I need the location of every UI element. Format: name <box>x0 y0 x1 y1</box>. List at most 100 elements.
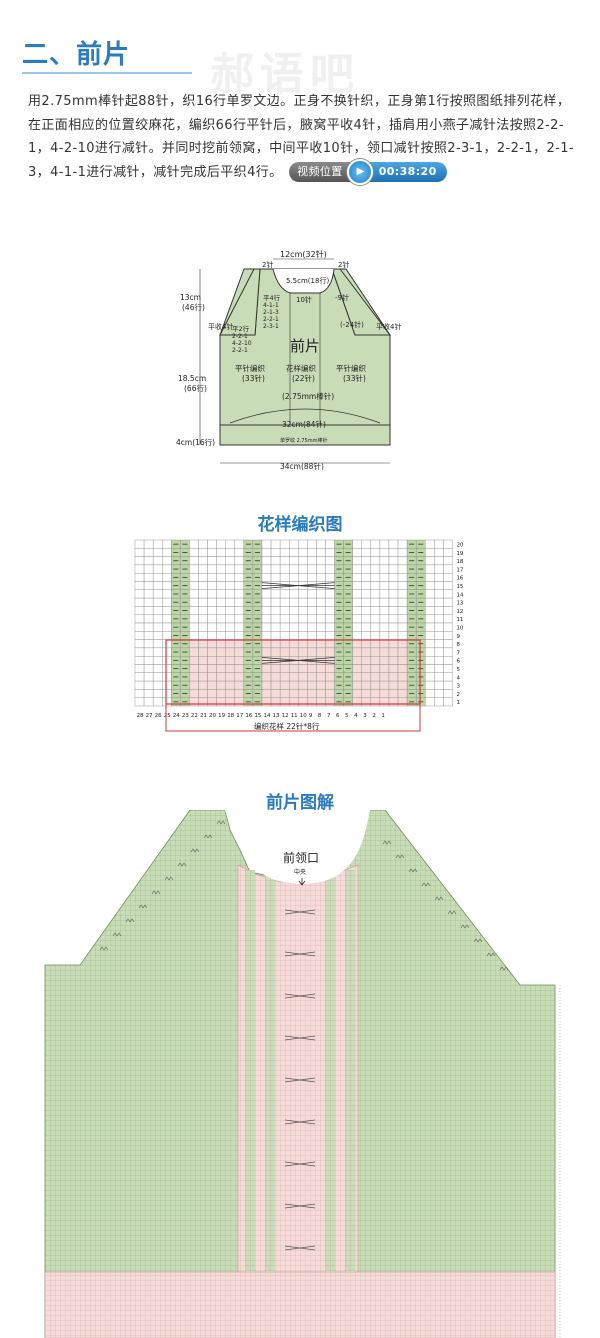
pattern-cell <box>216 539 226 549</box>
pattern-cell <box>379 597 390 607</box>
pattern-cell <box>162 597 172 607</box>
schematic-hem-note: 单罗纹 2.75mm棒针 <box>280 437 327 444</box>
front-piece-chart: 前领口 中央 <box>44 810 561 1338</box>
pattern-cell <box>198 639 208 649</box>
pattern-cell <box>279 573 290 582</box>
pattern-cell <box>207 606 217 615</box>
pattern-cell <box>270 589 281 599</box>
schematic-raglan-step: 2-2-1 <box>232 333 248 340</box>
pattern-cell <box>307 548 317 557</box>
video-position-button[interactable]: 视频位置 ▶ 00:38:20 <box>289 159 447 185</box>
pattern-cell <box>388 548 399 557</box>
pattern-cell <box>325 564 335 574</box>
pattern-cell <box>361 664 372 674</box>
pattern-cell <box>261 564 272 574</box>
decrease-mark <box>216 820 226 825</box>
pattern-cell <box>189 647 199 657</box>
pattern-cell <box>198 689 208 698</box>
pattern-cell <box>316 597 326 607</box>
pattern-cell <box>189 581 199 591</box>
pattern-cell <box>379 556 390 566</box>
pattern-cell <box>189 556 199 566</box>
pattern-cell <box>152 597 163 607</box>
center-arrow-icon <box>298 878 306 886</box>
pattern-cell <box>388 589 399 599</box>
pattern-cell <box>198 655 208 665</box>
pattern-cell <box>434 606 444 615</box>
pattern-cell <box>207 556 217 566</box>
pattern-cell <box>143 581 154 591</box>
pattern-cell <box>434 655 444 665</box>
pattern-cell <box>216 697 226 707</box>
pattern-cell <box>270 573 281 582</box>
pattern-cell <box>307 539 317 549</box>
pattern-cell <box>207 622 217 632</box>
pattern-cell <box>361 606 372 615</box>
pattern-cell <box>370 689 381 698</box>
pattern-row-number: 17 <box>456 567 463 573</box>
pattern-cell <box>143 556 154 566</box>
pattern-cell <box>225 556 235 566</box>
pattern-cell <box>162 655 172 665</box>
pattern-row-number: 10 <box>456 626 463 632</box>
schematic-top-width: 12cm(32针) <box>280 249 327 259</box>
pattern-cell <box>216 589 226 599</box>
pattern-cell <box>216 639 226 649</box>
pattern-cell <box>307 689 317 698</box>
pattern-cell <box>225 614 235 624</box>
pattern-cell <box>288 589 299 599</box>
pattern-cell <box>443 689 453 698</box>
pattern-col-number: 15 <box>254 713 261 719</box>
pattern-cell <box>143 564 154 574</box>
pattern-cell <box>425 564 435 574</box>
pattern-col-number: 19 <box>218 713 225 719</box>
pattern-cell <box>189 639 199 649</box>
pattern-cell <box>307 564 317 574</box>
pattern-cell <box>288 573 299 582</box>
pattern-cell <box>325 548 335 557</box>
pattern-col-number: 4 <box>354 713 358 719</box>
pattern-cell <box>379 564 390 574</box>
pattern-cell <box>207 564 217 574</box>
pattern-cell <box>216 647 226 657</box>
pattern-cell <box>298 573 308 582</box>
pattern-cell <box>288 689 299 698</box>
pattern-cell <box>234 664 245 674</box>
pattern-cell <box>143 573 154 582</box>
pattern-cell <box>388 597 399 607</box>
play-icon[interactable]: ▶ <box>346 159 373 185</box>
decrease-mark <box>203 834 213 839</box>
schematic-neck-step: 2-2-1 <box>263 316 279 323</box>
pattern-col-number: 14 <box>263 713 270 719</box>
schematic-two-stitch-right: 2针 <box>338 260 349 269</box>
pattern-cell <box>216 597 226 607</box>
pattern-cell <box>325 597 335 607</box>
pattern-cell <box>307 631 317 640</box>
schematic-neck-depth: 5.5cm(18行) <box>286 276 329 285</box>
pattern-cell <box>207 689 217 698</box>
pattern-cell <box>189 573 199 582</box>
pattern-cell <box>261 539 272 549</box>
pattern-cell <box>325 639 335 649</box>
decrease-mark <box>395 854 405 859</box>
pattern-cell <box>370 639 381 649</box>
pattern-row-number: 14 <box>456 592 463 598</box>
pattern-cell <box>152 589 163 599</box>
pattern-cell <box>425 606 435 615</box>
pattern-cell <box>270 647 281 657</box>
decrease-mark <box>125 918 135 923</box>
pattern-cell <box>443 614 453 624</box>
decrease-mark <box>434 896 444 901</box>
pattern-cell <box>443 606 453 615</box>
pattern-col-number: 20 <box>209 713 216 719</box>
pattern-cell <box>443 622 453 632</box>
pattern-cell <box>207 697 217 707</box>
pattern-cell <box>207 655 217 665</box>
pattern-cell <box>143 655 154 665</box>
pattern-cell <box>379 655 390 665</box>
pattern-cell <box>434 680 444 690</box>
pattern-cell <box>216 564 226 574</box>
pattern-cell <box>261 647 272 657</box>
pattern-cell <box>325 622 335 632</box>
pattern-cell <box>370 556 381 566</box>
